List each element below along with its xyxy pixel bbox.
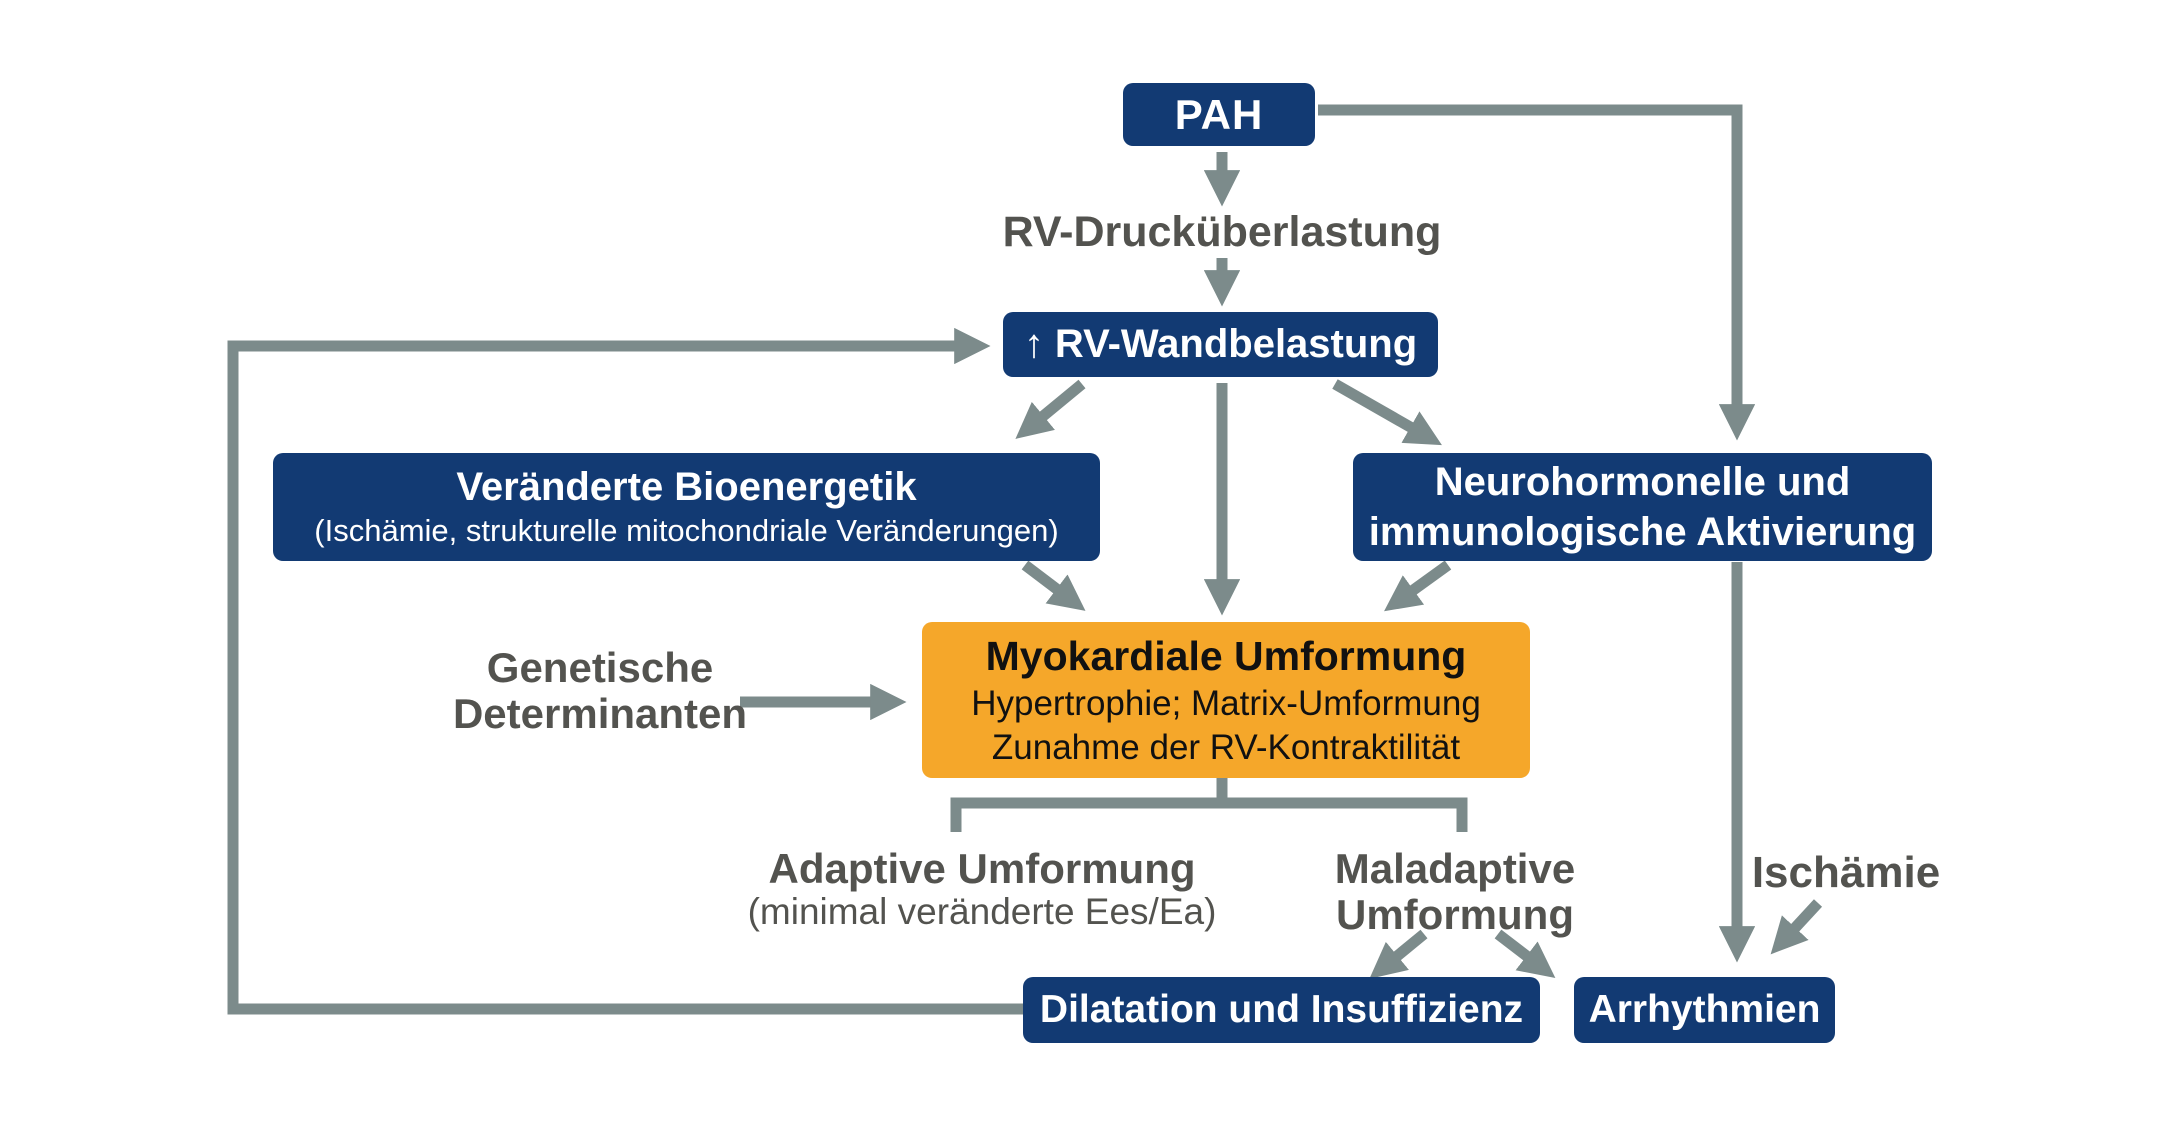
label-rv-drucklast-text: RV-Drucküberlastung — [1002, 208, 1442, 256]
arrow-wandbelastung-to-neurohormonell — [1332, 379, 1442, 446]
label-maladaptiv-line1: Maladaptive — [1334, 845, 1576, 892]
node-myokardial-title: Myokardiale Umformung — [985, 633, 1467, 679]
label-genetische-determinanten: Genetische Determinanten — [430, 645, 770, 737]
node-bioenergetik-subtitle: (Ischämie, strukturelle mitochondriale V… — [314, 513, 1059, 548]
node-pah-label: PAH — [1174, 90, 1264, 138]
node-neurohormonell-line2: immunologische Aktivierung — [1368, 510, 1917, 554]
label-maladaptive-umformung: Maladaptive Umformung — [1305, 846, 1605, 938]
arrow-wandbelastung-to-bioenergetik — [1015, 379, 1086, 439]
label-adaptive-umformung: Adaptive Umformung (minimal veränderte E… — [732, 846, 1232, 932]
node-neurohormonell-line1: Neurohormonelle und — [1434, 460, 1851, 504]
node-neurohormonell: Neurohormonelle und immunologische Aktiv… — [1353, 453, 1932, 561]
node-rv-wandbelastung-label: ↑ RV-Wandbelastung — [1023, 322, 1418, 366]
node-bioenergetik-title: Veränderte Bioenergetik — [456, 465, 917, 509]
node-dilatation-label: Dilatation und Insuffizienz — [1039, 988, 1524, 1031]
label-adaptiv-subtitle: (minimal veränderte Ees/Ea) — [747, 891, 1217, 932]
node-arrhythmien: Arrhythmien — [1574, 977, 1835, 1043]
label-genetisch-line1: Genetische — [486, 644, 714, 691]
label-ischaemie: Ischämie — [1700, 849, 1992, 897]
label-genetisch-line2: Determinanten — [452, 690, 748, 737]
node-pah: PAH — [1123, 83, 1315, 146]
node-bioenergetik: Veränderte Bioenergetik (Ischämie, struk… — [273, 453, 1100, 561]
arrow-maladaptiv-to-dilatation — [1369, 929, 1428, 979]
label-maladaptiv-line2: Umformung — [1336, 891, 1574, 938]
node-arrhythmien-label: Arrhythmien — [1588, 988, 1821, 1031]
bracket-myokardial-split — [950, 778, 1468, 832]
node-dilatation-insuffizienz: Dilatation und Insuffizienz — [1023, 977, 1540, 1043]
label-adaptiv-title: Adaptive Umformung — [768, 845, 1196, 892]
node-myokardial-line2: Hypertrophie; Matrix-Umformung — [971, 684, 1481, 723]
node-myokardial-line3: Zunahme der RV-Kontraktilität — [991, 728, 1461, 767]
arrow-pah-to-neurohormonell — [1318, 104, 1756, 441]
arrow-feedback-dilatation-to-wandbelastung — [227, 327, 1023, 1015]
arrow-ischaemie-to-arrhythmien — [1770, 899, 1823, 955]
arrow-neurohormonell-to-myokardial — [1384, 560, 1452, 612]
label-rv-drucklast: RV-Drucküberlastung — [922, 208, 1522, 256]
arrow-maladaptiv-to-arrhythmien — [1494, 929, 1556, 978]
arrow-bioenergetik-to-myokardial — [1021, 560, 1086, 611]
node-rv-wandbelastung: ↑ RV-Wandbelastung — [1003, 312, 1438, 377]
label-ischaemie-text: Ischämie — [1751, 848, 1941, 897]
node-myokardiale-umformung: Myokardiale Umformung Hypertrophie; Matr… — [922, 622, 1530, 778]
